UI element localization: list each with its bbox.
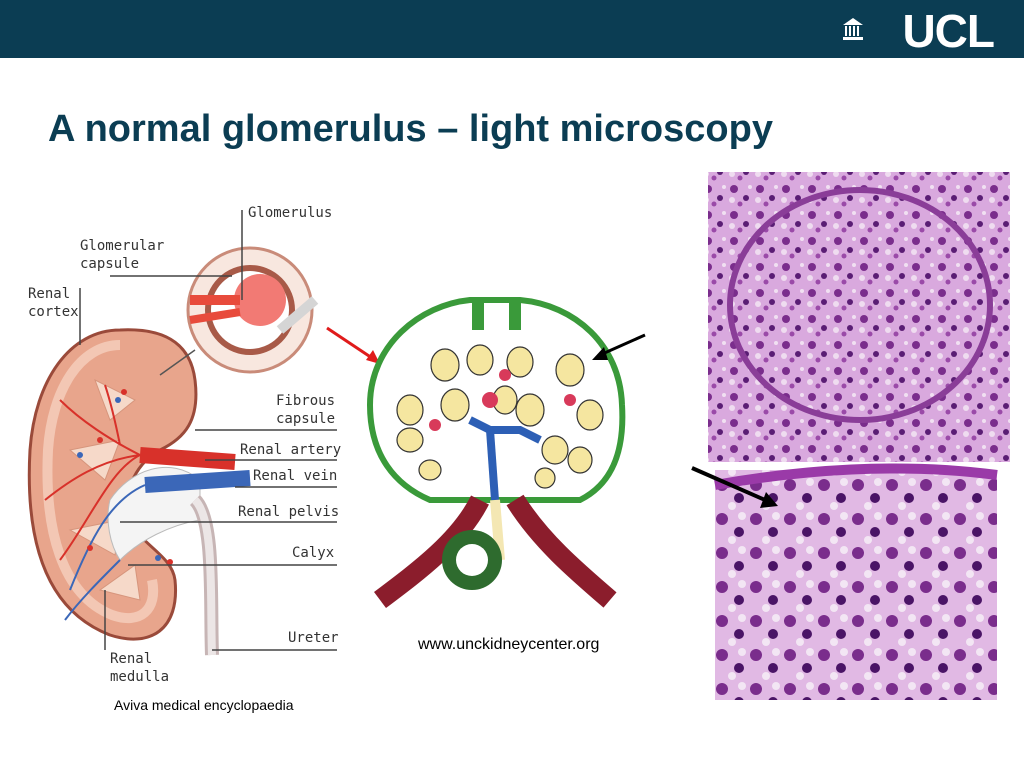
label-renal-cortex: Renal cortex bbox=[28, 286, 79, 320]
ucl-logo: UCL bbox=[902, 5, 995, 57]
portico-icon bbox=[843, 18, 863, 40]
label-renal-vein: Renal vein bbox=[253, 468, 338, 484]
label-glomerulus: Glomerulus bbox=[248, 205, 333, 221]
label-ureter: Ureter bbox=[288, 630, 339, 646]
kidney-diagram-credit: Aviva medical encyclopaedia bbox=[114, 697, 294, 713]
label-glomerular-capsule: Glomerular capsule bbox=[80, 238, 165, 272]
slide-title: A normal glomerulus – light microscopy bbox=[48, 108, 773, 150]
label-renal-medulla: Renal medulla bbox=[110, 651, 170, 685]
label-calyx: Calyx bbox=[292, 545, 335, 561]
label-renal-pelvis: Renal pelvis bbox=[238, 504, 340, 520]
glomerulus-diagram-credit: www.unckidneycenter.org bbox=[418, 636, 600, 653]
label-renal-artery: Renal artery bbox=[240, 442, 342, 458]
label-fibrous-capsule: Fibrous capsule bbox=[276, 393, 336, 427]
